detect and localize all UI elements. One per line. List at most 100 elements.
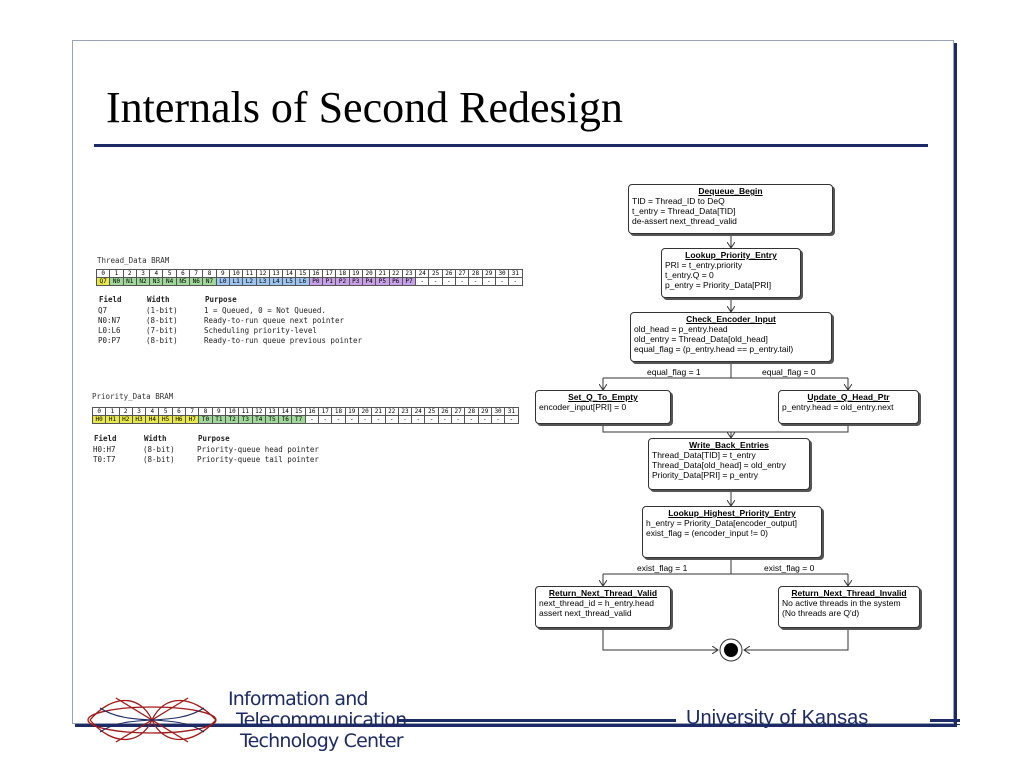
final-state-dot: [724, 643, 738, 657]
width-cell: (8-bit): [143, 445, 175, 454]
state-lookup-highest-priority-entry: Lookup_Highest_Priority_Entry h_entry = …: [642, 506, 822, 558]
state-name: Write_Back_Entries: [689, 440, 769, 450]
priority-bram-title: Priority_Data BRAM: [92, 392, 174, 401]
title-divider: [94, 144, 928, 147]
field-cell: Q7: [98, 306, 108, 315]
field-cell: T0:T7: [93, 455, 116, 464]
footer-rule-right: [930, 719, 960, 722]
purpose-cell: 1 = Queued, 0 = Not Queued.: [204, 306, 326, 315]
purpose-cell: Priority-queue head pointer: [197, 445, 319, 454]
state-action: t_entry.Q = 0: [665, 270, 714, 280]
width-cell: (8-bit): [146, 336, 178, 345]
state-action: old_head = p_entry.head: [634, 324, 728, 334]
state-name: Lookup_Highest_Priority_Entry: [668, 508, 796, 518]
arrow-valid-to-end: [602, 628, 718, 650]
field-cell: P0:P7: [98, 336, 121, 345]
state-dequeue-begin: Dequeue_Begin TID = Thread_ID to DeQ t_e…: [628, 184, 833, 234]
width-header: Width: [147, 295, 170, 304]
state-action: Thread_Data[old_head] = old_entry: [652, 460, 786, 470]
state-name: Dequeue_Begin: [698, 186, 763, 196]
thread-bram-title: Thread_Data BRAM: [97, 256, 170, 265]
width-cell: (1-bit): [146, 306, 178, 315]
university-name: University of Kansas: [686, 707, 869, 729]
state-lookup-priority-entry: Lookup_Priority_Entry PRI = t_entry.prio…: [661, 248, 801, 298]
logo-line-1: Information and: [228, 688, 369, 710]
state-name: Return_Next_Thread_Invalid: [791, 588, 907, 598]
logo-line-3: Technology Center: [240, 730, 404, 752]
logo-line-2: Telecommunication: [236, 709, 407, 731]
merge-right: [731, 424, 849, 433]
purpose-cell: Ready-to-run queue previous pointer: [204, 336, 363, 345]
slide-title: Internals of Second Redesign: [106, 83, 623, 132]
state-action: h_entry = Priority_Data[encoder_output]: [646, 518, 797, 528]
guard-exist-false: exist_flag = 0: [764, 563, 815, 573]
state-action: equal_flag = (p_entry.head == p_entry.ta…: [634, 344, 794, 354]
state-write-back-entries: Write_Back_Entries Thread_Data[TID] = t_…: [648, 438, 810, 490]
width-cell: (7-bit): [146, 326, 178, 335]
width-cell: (8-bit): [143, 455, 175, 464]
table-row: N0:N7 (8-bit) Ready-to-run queue next po…: [98, 316, 362, 326]
state-return-next-thread-invalid: Return_Next_Thread_Invalid No active thr…: [778, 586, 920, 628]
state-action: encoder_input[PRI] = 0: [539, 402, 627, 412]
field-cell: L0:L6: [98, 326, 121, 335]
purpose-header: Purpose: [198, 434, 230, 443]
footer-rule-right-thin: [930, 724, 960, 725]
state-name: Return_Next_Thread_Valid: [548, 588, 658, 598]
state-action: No active threads in the system: [782, 598, 901, 608]
purpose-cell: Priority-queue tail pointer: [197, 455, 319, 464]
arrow-invalid-to-end: [744, 628, 849, 650]
state-action: PRI = t_entry.priority: [665, 260, 743, 270]
state-action: assert next_thread_valid: [539, 608, 632, 618]
state-action: p_entry.head = old_entry.next: [782, 402, 894, 412]
footer-rule-left: [397, 719, 676, 722]
guard-equal-false: equal_flag = 0: [762, 367, 816, 377]
slide-frame: [72, 40, 954, 724]
state-name: Set_Q_To_Empty: [568, 392, 638, 402]
field-header: Field: [99, 295, 122, 304]
ittc-logo: [87, 697, 217, 743]
state-action: t_entry = Thread_Data[TID]: [632, 206, 736, 216]
state-action: Priority_Data[PRI] = p_entry: [652, 470, 759, 480]
state-name: Lookup_Priority_Entry: [685, 250, 777, 260]
table-row: H0:H7 (8-bit) Priority-queue head pointe…: [93, 445, 319, 455]
purpose-cell: Scheduling priority-level: [204, 326, 317, 335]
state-set-q-to-empty: Set_Q_To_Empty encoder_input[PRI] = 0: [535, 390, 671, 424]
field-cell: N0:N7: [98, 316, 121, 325]
bit-field-cell: -: [504, 415, 519, 424]
bit-field-cell: -: [508, 277, 523, 286]
state-action: (No threads are Q'd): [782, 608, 860, 618]
state-name: Check_Encoder_Input: [686, 314, 776, 324]
field-header: Field: [94, 434, 117, 443]
state-return-next-thread-valid: Return_Next_Thread_Valid next_thread_id …: [535, 586, 671, 628]
table-row: Q7 (1-bit) 1 = Queued, 0 = Not Queued.: [98, 306, 362, 316]
guard-equal-true: equal_flag = 1: [647, 367, 701, 377]
table-row: L0:L6 (7-bit) Scheduling priority-level: [98, 326, 362, 336]
width-header: Width: [144, 434, 167, 443]
merge-left: [602, 424, 731, 433]
width-cell: (8-bit): [146, 316, 178, 325]
priority-field-table: Field Width Purpose H0:H7 (8-bit) Priori…: [93, 432, 319, 465]
field-cell: H0:H7: [93, 445, 116, 454]
state-action: Thread_Data[TID] = t_entry: [652, 450, 756, 460]
state-update-q-head-ptr: Update_Q_Head_Ptr p_entry.head = old_ent…: [778, 390, 919, 424]
purpose-header: Purpose: [205, 295, 237, 304]
state-name: Update_Q_Head_Ptr: [807, 392, 890, 402]
state-check-encoder-input: Check_Encoder_Input old_head = p_entry.h…: [630, 312, 832, 362]
guard-exist-true: exist_flag = 1: [637, 563, 688, 573]
state-action: TID = Thread_ID to DeQ: [632, 196, 725, 206]
state-action: p_entry = Priority_Data[PRI]: [665, 280, 772, 290]
footer-rule-left-thin: [397, 724, 676, 725]
purpose-cell: Ready-to-run queue next pointer: [204, 316, 344, 325]
state-action: exist_flag = (encoder_input != 0): [646, 528, 768, 538]
table-row: T0:T7 (8-bit) Priority-queue tail pointe…: [93, 455, 319, 465]
state-action: next_thread_id = h_entry.head: [539, 598, 654, 608]
state-action: de-assert next_thread_valid: [632, 216, 737, 226]
thread-field-table: Field Width Purpose Q7 (1-bit) 1 = Queue…: [98, 293, 362, 346]
table-row: P0:P7 (8-bit) Ready-to-run queue previou…: [98, 336, 362, 346]
